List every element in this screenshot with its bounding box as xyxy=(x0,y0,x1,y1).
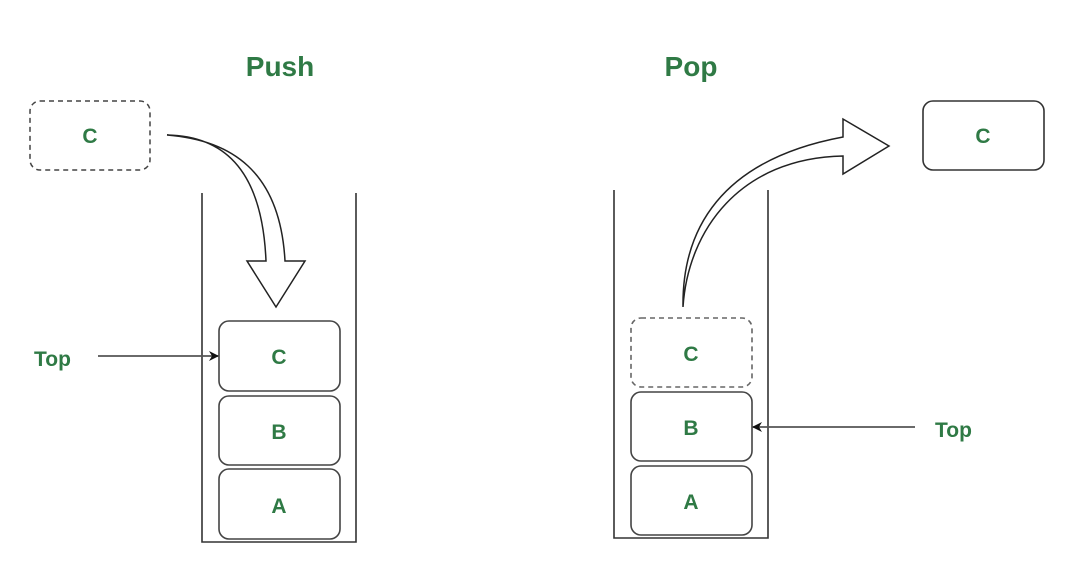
push-stack-item-label: B xyxy=(271,421,286,444)
pop-outgoing-box xyxy=(922,100,1045,171)
push-incoming-box xyxy=(29,100,151,171)
pop-outgoing-node: C xyxy=(922,100,1045,171)
push-stack-item: A xyxy=(218,468,341,540)
push-top-label: Top xyxy=(34,348,71,371)
pop-arrow-icon xyxy=(682,117,891,308)
push-stack-item: B xyxy=(218,395,341,466)
push-title: Push xyxy=(246,51,314,82)
push-stack-item-label: A xyxy=(271,495,286,518)
pop-stack-item-label: B xyxy=(683,417,698,440)
pop-outgoing-label: C xyxy=(975,125,990,148)
pop-stack-item: B xyxy=(630,391,753,462)
pop-title: Pop xyxy=(665,51,718,82)
pop-stack-item-removed: C xyxy=(630,317,753,388)
push-section: Push C C B A Top xyxy=(29,51,357,543)
push-stack-item: C xyxy=(218,320,341,392)
push-stack-container xyxy=(201,193,357,543)
push-incoming-node: C xyxy=(29,100,151,171)
pop-stack-container xyxy=(613,190,769,539)
push-arrow-icon xyxy=(166,134,307,309)
pop-stack-item: A xyxy=(630,465,753,536)
pop-section: Pop C B A C Top xyxy=(613,51,1045,539)
pop-stack-item-label: C xyxy=(683,343,698,366)
pop-stack-item-label: A xyxy=(683,491,698,514)
push-stack-item-label: C xyxy=(271,346,286,369)
push-incoming-label: C xyxy=(82,125,97,148)
pop-top-label: Top xyxy=(935,419,972,442)
